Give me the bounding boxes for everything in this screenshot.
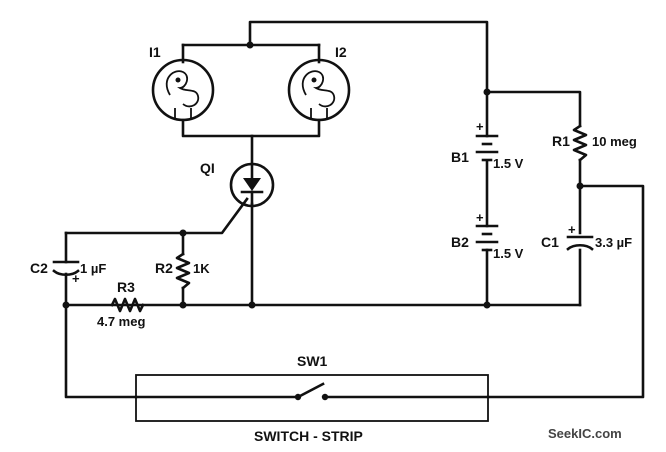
r1-ref-label: R1 — [552, 133, 570, 149]
resistor-r2: R2 1K — [155, 252, 210, 290]
lamp-label: I1 — [149, 44, 161, 60]
resistor-icon — [572, 124, 588, 162]
c1-ref-label: C1 — [541, 234, 559, 250]
junction-dot — [483, 88, 491, 96]
b1-ref-label: B1 — [451, 149, 469, 165]
capacitor-c1: + C1 3.3 µF — [541, 222, 632, 251]
switch-strip-box — [135, 374, 489, 422]
junction-dot — [246, 41, 254, 49]
junction-dot — [483, 301, 491, 309]
polarity-plus: + — [72, 271, 80, 286]
polarity-plus: + — [476, 119, 484, 134]
b1-value-label: 1.5 V — [493, 156, 524, 171]
lamp-i1: I1 — [149, 44, 215, 122]
resistor-r1: R1 10 meg — [552, 124, 637, 162]
wire-lamp-bottom-rail — [181, 118, 321, 138]
capacitor-c2: + C2 1 µF — [30, 260, 106, 286]
r3-value-label: 4.7 meg — [97, 314, 145, 329]
wire-to-switch-right — [486, 184, 645, 399]
switch-caption: SWITCH - STRIP — [254, 428, 363, 444]
junction-dot — [179, 229, 187, 237]
c2-ref-label: C2 — [30, 260, 48, 276]
junction-dots — [62, 41, 584, 309]
battery-b1: + B1 1.5 V — [451, 119, 524, 171]
scr-q1: QI — [200, 160, 275, 208]
wires — [64, 20, 645, 399]
battery-b2: + B2 1.5 V — [451, 210, 524, 261]
junction-dot — [179, 301, 187, 309]
polarity-plus: + — [568, 222, 576, 237]
wire-top — [248, 20, 489, 94]
watermark: SeekIC.com — [548, 426, 622, 441]
lamp-bulb-icon — [151, 58, 215, 122]
wire-gate — [64, 197, 249, 235]
scr-label: QI — [200, 160, 215, 176]
switch-strip-sw1: SW1 SWITCH - STRIP — [135, 353, 489, 444]
switch-contact-icon — [298, 382, 325, 398]
lamp-bulb-icon — [287, 58, 351, 122]
r2-value-label: 1K — [193, 261, 210, 276]
wire-to-r1 — [485, 90, 582, 128]
junction-dot — [62, 301, 70, 309]
resistor-icon — [110, 297, 145, 313]
switch-ref-label: SW1 — [297, 353, 328, 369]
junction-dot — [248, 301, 256, 309]
resistor-r3: R3 4.7 meg — [97, 279, 145, 329]
r1-value-label: 10 meg — [592, 134, 637, 149]
resistor-icon — [175, 252, 191, 290]
lamp-label: I2 — [335, 44, 347, 60]
b2-value-label: 1.5 V — [493, 246, 524, 261]
polarity-plus: + — [476, 210, 484, 225]
r2-ref-label: R2 — [155, 260, 173, 276]
junction-dot — [576, 182, 584, 190]
b2-ref-label: B2 — [451, 234, 469, 250]
r3-ref-label: R3 — [117, 279, 135, 295]
c2-value-label: 1 µF — [80, 261, 106, 276]
wire-to-switch-left — [64, 303, 138, 399]
c1-value-label: 3.3 µF — [595, 235, 632, 250]
lamp-i2: I2 — [287, 44, 351, 122]
